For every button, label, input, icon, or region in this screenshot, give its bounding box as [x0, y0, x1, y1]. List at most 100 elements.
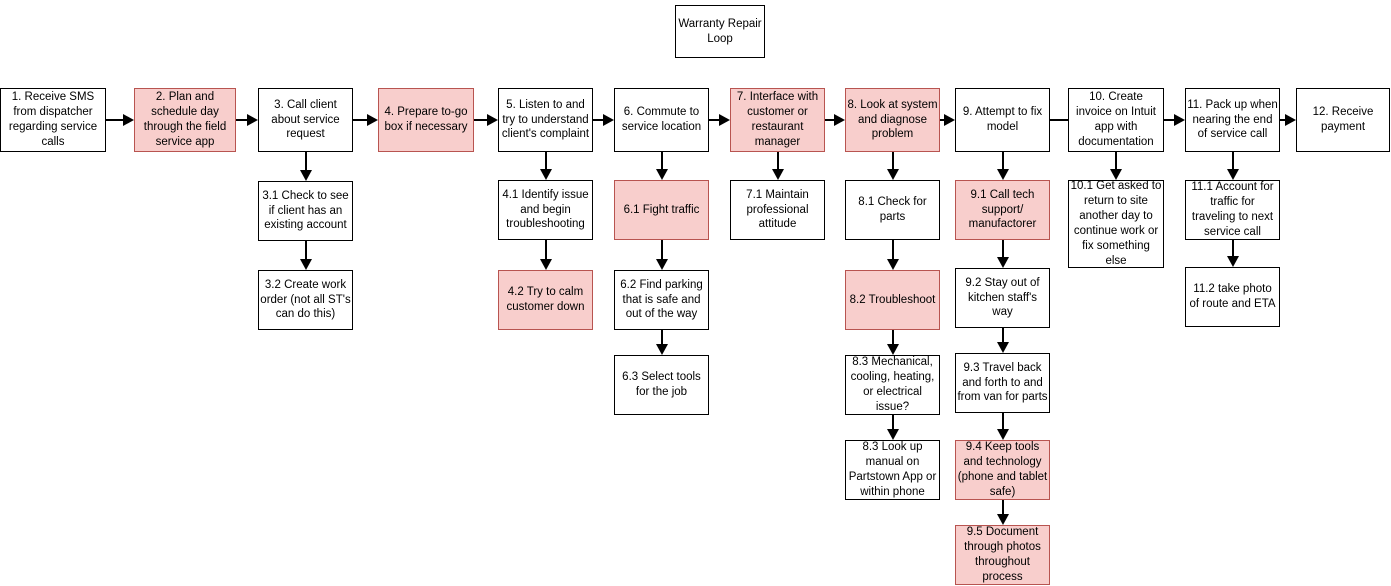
flow-connector — [891, 240, 894, 261]
flow-node-label: 4. Prepare to-go box if necessary — [384, 106, 468, 133]
flow-connector — [891, 152, 894, 171]
flow-node-label: 2. Plan and schedule day through the fie… — [143, 91, 227, 148]
flow-node-n9_1[interactable]: 9.1 Call tech support/ manufactorer — [955, 180, 1050, 240]
arrowhead-right-icon — [487, 114, 498, 126]
flow-node-label: 6.3 Select tools for the job — [622, 371, 701, 398]
flow-node-n4_2[interactable]: 4.2 Try to calm customer down — [498, 270, 593, 330]
flow-node-label: 9.4 Keep tools and technology (phone and… — [957, 441, 1048, 498]
flow-node-label: 4.1 Identify issue and begin troubleshoo… — [502, 188, 589, 231]
arrowhead-right-icon — [719, 114, 730, 126]
flow-node-n10[interactable]: 10. Create invoice on Intuit app with do… — [1068, 88, 1164, 152]
flow-node-n1[interactable]: 1. Receive SMS from dispatcher regarding… — [0, 88, 106, 152]
flow-connector — [660, 240, 663, 261]
flow-node-label: 4.2 Try to calm customer down — [506, 286, 585, 313]
flow-node-label: 9.3 Travel back and forth to and from va… — [957, 361, 1048, 404]
flow-node-n10_1[interactable]: 10.1 Get asked to return to site another… — [1068, 180, 1164, 268]
flow-node-n7_1[interactable]: 7.1 Maintain professional attitude — [730, 180, 825, 240]
flow-connector — [1001, 328, 1004, 344]
flow-node-label: 8.2 Troubleshoot — [849, 293, 936, 306]
flow-node-label: 3.1 Check to see if client has an existi… — [262, 189, 349, 232]
flow-node-label: 8. Look at system and diagnose problem — [847, 98, 938, 141]
flow-node-label: 3. Call client about service request — [271, 98, 340, 141]
flow-node-n6_2[interactable]: 6.2 Find parking that is safe and out of… — [614, 270, 709, 330]
flow-connector — [825, 119, 836, 121]
arrowhead-down-icon — [996, 514, 1009, 525]
flow-connector — [1231, 240, 1234, 258]
flow-node-n6_3[interactable]: 6.3 Select tools for the job — [614, 355, 709, 415]
arrowhead-down-icon — [539, 259, 552, 270]
arrowhead-right-icon — [1174, 114, 1185, 126]
flow-node-n3_2[interactable]: 3.2 Create work order (not all ST's can … — [258, 270, 353, 330]
flow-node-n9_5[interactable]: 9.5 Document through photos throughout p… — [955, 525, 1050, 585]
flow-node-n9_4[interactable]: 9.4 Keep tools and technology (phone and… — [955, 440, 1050, 500]
flow-connector — [474, 119, 489, 121]
flow-node-label: 9.1 Call tech support/ manufactorer — [968, 188, 1037, 231]
flow-node-label: 11.2 take photo of route and ETA — [1189, 283, 1276, 310]
flow-node-label: 9. Attempt to fix model — [962, 106, 1043, 133]
flow-connector — [1231, 152, 1234, 171]
flow-connector — [1164, 119, 1176, 121]
flow-node-label: 11. Pack up when nearing the end of serv… — [1187, 98, 1278, 141]
flow-node-n8_4[interactable]: 8.3 Look up manual on Partstown App or w… — [845, 440, 940, 500]
flow-node-label: 9.5 Document through photos throughout p… — [964, 526, 1041, 583]
flow-node-n4[interactable]: 4. Prepare to-go box if necessary — [378, 88, 474, 152]
flow-connector — [1050, 119, 1068, 121]
flow-node-n12[interactable]: 12. Receive payment — [1296, 88, 1390, 152]
flow-connector — [709, 119, 721, 121]
flow-node-label: 9.2 Stay out of kitchen staff's way — [965, 276, 1040, 319]
flow-node-n8_2[interactable]: 8.2 Troubleshoot — [845, 270, 940, 330]
flow-node-n5[interactable]: 5. Listen to and try to understand clien… — [498, 88, 593, 152]
arrowhead-down-icon — [1226, 256, 1239, 267]
flow-node-n6_1[interactable]: 6.1 Fight traffic — [614, 180, 709, 240]
flow-node-label: 6. Commute to service location — [621, 106, 702, 133]
flow-node-label: 6.1 Fight traffic — [623, 203, 700, 216]
flow-node-label: 11.1 Account for traffic for traveling t… — [1191, 181, 1274, 238]
flow-node-n8_1[interactable]: 8.1 Check for parts — [845, 180, 940, 240]
flow-connector — [776, 152, 779, 171]
flow-connector — [1001, 152, 1004, 171]
flow-connector — [660, 330, 663, 346]
arrowhead-right-icon — [367, 114, 378, 126]
arrowhead-right-icon — [123, 114, 134, 126]
flow-node-label: 8.3 Look up manual on Partstown App or w… — [848, 441, 937, 498]
arrowhead-down-icon — [996, 169, 1009, 180]
flow-node-n6[interactable]: 6. Commute to service location — [614, 88, 709, 152]
arrowhead-right-icon — [247, 114, 258, 126]
arrowhead-right-icon — [944, 114, 955, 126]
flow-node-label: 10.1 Get asked to return to site another… — [1070, 180, 1162, 267]
flow-connector — [1001, 500, 1004, 516]
flow-node-label: 6.2 Find parking that is safe and out of… — [620, 278, 703, 321]
flow-connector — [544, 152, 547, 171]
flow-node-n8[interactable]: 8. Look at system and diagnose problem — [845, 88, 940, 152]
flow-node-n9_2[interactable]: 9.2 Stay out of kitchen staff's way — [955, 268, 1050, 328]
flow-node-label: 10. Create invoice on Intuit app with do… — [1076, 91, 1156, 148]
flow-node-n8_3[interactable]: 8.3 Mechanical, cooling, heating, or ele… — [845, 355, 940, 415]
arrowhead-down-icon — [886, 169, 899, 180]
flow-node-n9[interactable]: 9. Attempt to fix model — [955, 88, 1050, 152]
flow-connector — [544, 240, 547, 261]
flow-connector — [891, 330, 894, 346]
flow-connector — [304, 241, 307, 261]
arrowhead-down-icon — [655, 259, 668, 270]
flow-node-n2[interactable]: 2. Plan and schedule day through the fie… — [134, 88, 236, 152]
flow-node-n3_1[interactable]: 3.1 Check to see if client has an existi… — [258, 181, 353, 241]
flow-node-n4_1[interactable]: 4.1 Identify issue and begin troubleshoo… — [498, 180, 593, 240]
arrowhead-down-icon — [1110, 169, 1122, 180]
flow-node-title[interactable]: Warranty Repair Loop — [675, 5, 765, 58]
flow-connector — [940, 119, 946, 121]
flow-node-n3[interactable]: 3. Call client about service request — [258, 88, 353, 152]
arrowhead-down-icon — [655, 169, 668, 180]
flow-node-n11_2[interactable]: 11.2 take photo of route and ETA — [1185, 267, 1280, 327]
flow-node-n11_1[interactable]: 11.1 Account for traffic for traveling t… — [1185, 180, 1280, 240]
flow-node-n11[interactable]: 11. Pack up when nearing the end of serv… — [1185, 88, 1280, 152]
flow-connector — [106, 119, 125, 121]
arrowhead-down-icon — [1226, 169, 1239, 180]
flow-node-n7[interactable]: 7. Interface with customer or restaurant… — [730, 88, 825, 152]
flow-node-n9_3[interactable]: 9.3 Travel back and forth to and from va… — [955, 353, 1050, 413]
arrowhead-down-icon — [886, 429, 899, 440]
arrowhead-down-icon — [886, 344, 899, 355]
arrowhead-down-icon — [299, 259, 312, 270]
flow-connector — [1001, 413, 1004, 431]
flow-node-label: 1. Receive SMS from dispatcher regarding… — [8, 91, 98, 148]
